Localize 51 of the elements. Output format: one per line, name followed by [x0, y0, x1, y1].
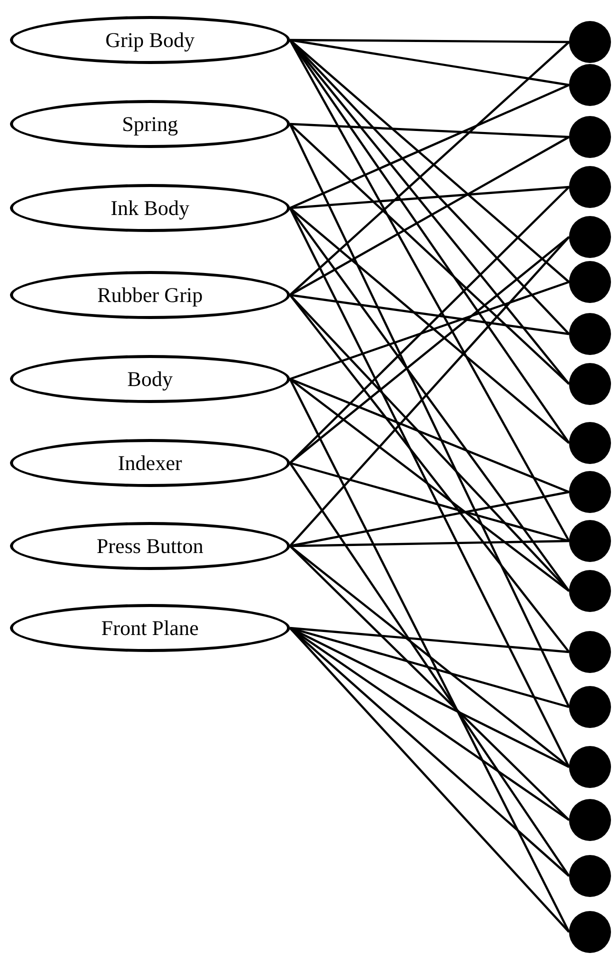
connection-dot: [569, 166, 611, 208]
connector-line: [289, 627, 570, 877]
part-name: Body: [127, 366, 173, 392]
connector-line: [289, 123, 570, 385]
connection-dot: [569, 21, 611, 63]
connection-dot: [569, 570, 611, 612]
connection-dot: [569, 911, 611, 953]
connector-line: [289, 378, 570, 932]
connector-line: [289, 294, 570, 653]
connector-line: [289, 236, 570, 547]
connector-line: [290, 626, 570, 654]
connector-line: [289, 378, 570, 592]
connector-line: [289, 294, 570, 592]
part-name: Press Button: [96, 534, 204, 558]
connector-line: [290, 186, 570, 210]
connector-line: [290, 280, 570, 380]
connector-line: [290, 38, 570, 86]
connection-dot: [569, 520, 611, 562]
connector-line: [290, 490, 570, 548]
part-name: Ink Body: [110, 196, 190, 220]
connection-dot: [569, 422, 611, 464]
connector-line: [289, 545, 570, 821]
connector-line: [290, 38, 569, 44]
connector-line: [290, 84, 570, 209]
connector-line: [290, 294, 570, 336]
connection-dot: [569, 799, 611, 841]
connector-line: [290, 462, 570, 542]
connector-line: [289, 627, 570, 933]
connection-dot: [569, 116, 611, 158]
connector-line: [289, 136, 570, 296]
connection-dot: [569, 471, 611, 513]
connector-line: [289, 236, 570, 464]
connector-line: [289, 124, 570, 708]
connection-dot: [569, 746, 611, 788]
part-name: Spring: [122, 112, 178, 136]
connection-dot: [569, 261, 611, 303]
connection-dot: [569, 631, 611, 673]
connector-line: [290, 540, 570, 548]
connector-line: [290, 378, 570, 494]
connector-line: [290, 122, 570, 138]
part-name: Indexer: [118, 450, 182, 476]
connection-dot: [569, 64, 611, 106]
connection-dot: [569, 855, 611, 897]
connector-line: [289, 208, 570, 768]
connection-dot: [569, 686, 611, 728]
part-name: Grip Body: [105, 28, 195, 52]
connection-dot: [569, 363, 611, 405]
connection-dot: [569, 216, 611, 258]
part-name: Front Plane: [101, 616, 199, 640]
connection-dot: [569, 313, 611, 355]
part-name: Rubber Grip: [97, 282, 203, 308]
